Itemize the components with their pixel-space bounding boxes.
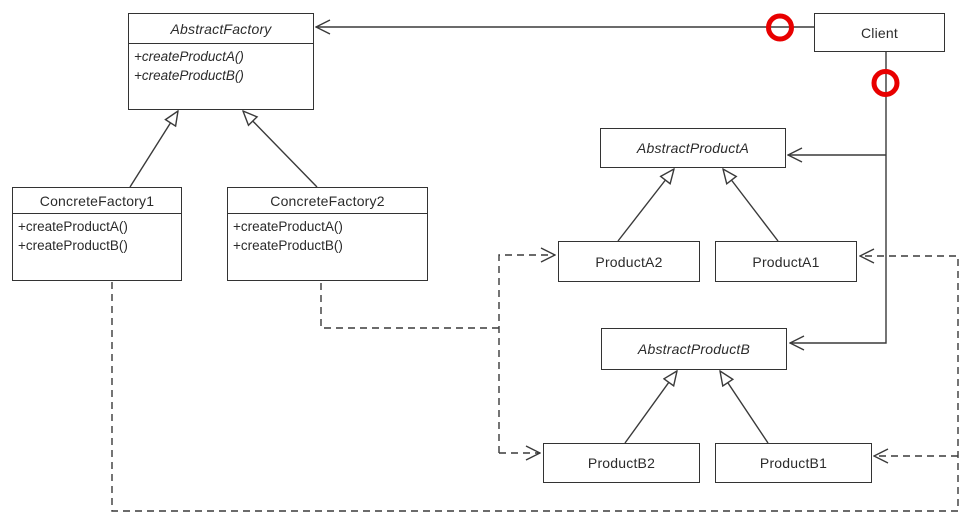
class-product-b1: ProductB1	[715, 443, 872, 483]
inheritance-product-a1	[723, 169, 779, 242]
inheritance-concrete-factory1	[129, 111, 178, 188]
class-product-a2-title: ProductA2	[595, 253, 663, 270]
class-client: Client	[814, 13, 945, 52]
class-abstract-factory-title: AbstractFactory	[129, 14, 313, 44]
class-abstract-product-a-title: AbstractProductA	[636, 140, 750, 156]
class-abstract-product-b: AbstractProductB	[601, 328, 787, 370]
method-create-product-a: +createProductA()	[18, 219, 128, 234]
class-abstract-factory-methods: +createProductA() +createProductB()	[129, 44, 313, 85]
class-product-b2: ProductB2	[543, 443, 700, 483]
method-create-product-a: +createProductA()	[134, 49, 244, 64]
class-concrete-factory1: ConcreteFactory1 +createProductA() +crea…	[12, 187, 182, 281]
class-product-a1: ProductA1	[715, 241, 857, 282]
class-abstract-product-a: AbstractProductA	[600, 128, 786, 168]
highlight-circle-association	[766, 13, 794, 42]
inheritance-product-b1	[720, 371, 769, 444]
dependency-factory2-to-product-a2	[498, 255, 555, 453]
method-create-product-b: +createProductB()	[134, 68, 244, 83]
class-concrete-factory2: ConcreteFactory2 +createProductA() +crea…	[227, 187, 428, 281]
highlight-circle-client-line	[871, 69, 900, 97]
method-create-product-a: +createProductA()	[233, 219, 343, 234]
inheritance-product-a2	[617, 169, 674, 242]
class-product-a2: ProductA2	[558, 241, 700, 282]
method-create-product-b: +createProductB()	[18, 238, 128, 253]
class-abstract-factory: AbstractFactory +createProductA() +creat…	[128, 13, 314, 110]
class-product-b2-title: ProductB2	[587, 455, 656, 471]
class-client-title: Client	[861, 24, 898, 41]
method-create-product-b: +createProductB()	[233, 238, 343, 253]
association-client-to-abstract-product-b	[790, 52, 887, 343]
class-concrete-factory1-methods: +createProductA() +createProductB()	[13, 214, 181, 255]
class-concrete-factory1-title: ConcreteFactory1	[13, 188, 181, 214]
class-concrete-factory2-title: ConcreteFactory2	[228, 188, 427, 214]
inheritance-product-b2	[624, 371, 677, 444]
class-abstract-product-b-title: AbstractProductB	[637, 341, 751, 357]
class-concrete-factory2-methods: +createProductA() +createProductB()	[228, 214, 427, 255]
dependency-factory2-stem	[320, 283, 499, 329]
inheritance-concrete-factory2	[243, 111, 318, 188]
class-product-b1-title: ProductB1	[759, 455, 828, 471]
class-product-a1-title: ProductA1	[752, 253, 820, 270]
